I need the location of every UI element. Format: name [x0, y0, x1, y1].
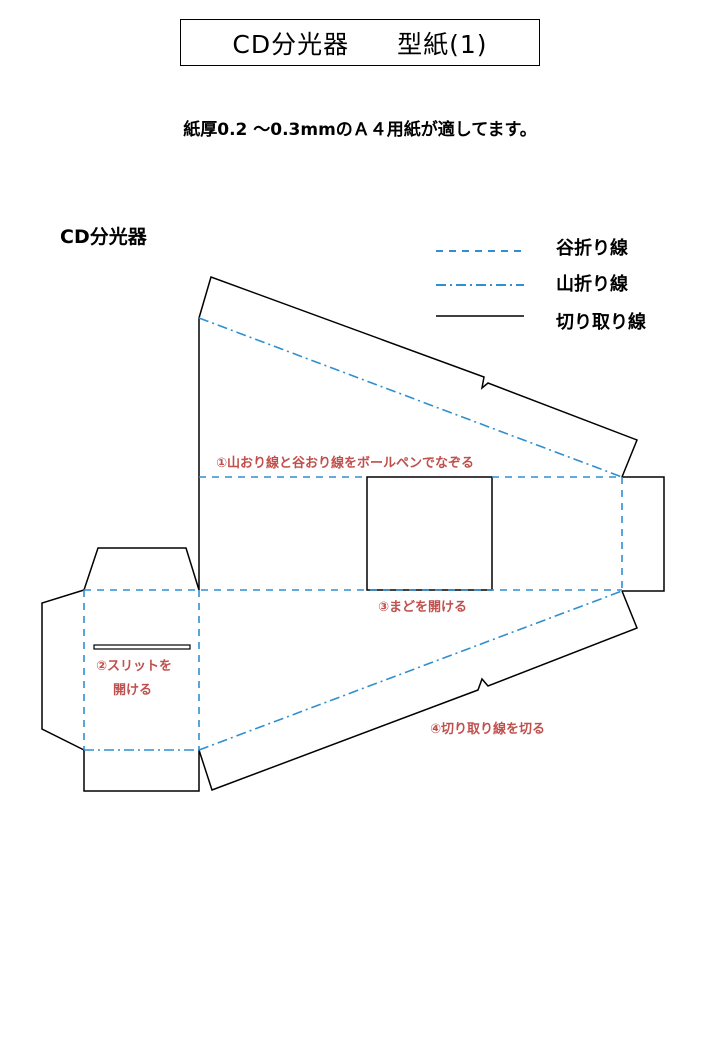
mountain-fold-upper-diagonal: [198, 317, 623, 478]
note-trace-folds: ①山おり線と谷おり線をボールペンでなぞる: [216, 455, 474, 471]
note-open-slit-2: 開ける: [113, 683, 152, 698]
cut-line-bottom-edge: [198, 590, 638, 791]
cut-line-box-top-flap: [83, 547, 200, 591]
note-cut-out: ④切り取り線を切る: [430, 721, 545, 737]
legend-cut-label: 切り取り線: [556, 312, 646, 333]
legend-valley-label: 谷折り線: [556, 238, 628, 259]
title-sub: 型紙(1): [397, 29, 488, 59]
title-main: CD分光器: [232, 29, 350, 59]
cut-line-box-bottom-flap: [83, 750, 200, 792]
section-label: CD分光器: [60, 226, 147, 248]
mountain-fold-lower-diagonal: [198, 590, 623, 751]
note-open-slit-1: ②スリットを: [96, 659, 172, 674]
legend-mountain-label: 山折り線: [556, 274, 628, 295]
title-box: CD分光器 型紙(1): [180, 19, 540, 66]
slit-cutout: [93, 644, 191, 650]
window-cutout: [366, 476, 493, 591]
cut-line-top-edge: [198, 276, 638, 478]
cut-line-right-tab: [622, 476, 665, 592]
paper-instruction: 紙厚0.2 〜0.3mmのＡ４用紙が適してます。: [183, 120, 537, 140]
cut-line-box-left-flap: [41, 589, 85, 751]
note-open-window: ③まどを開ける: [378, 600, 467, 615]
